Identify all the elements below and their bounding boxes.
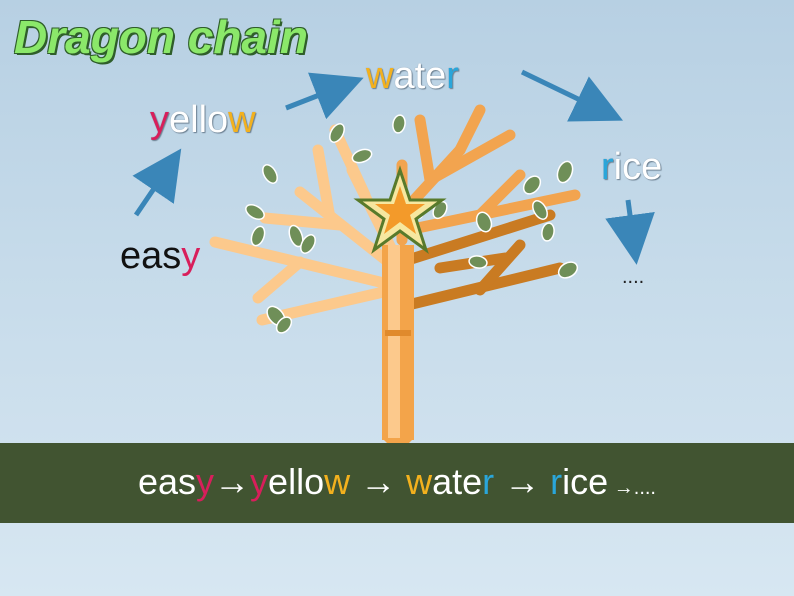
arrow-rice-to-ellipsis [605, 199, 655, 265]
chain-easy-stem: eas [138, 461, 197, 502]
chain-arrow-3: → [494, 461, 551, 502]
word-yellow-start: y [150, 99, 169, 141]
word-easy: easy [120, 237, 200, 275]
word-rice-rest: ice [613, 146, 663, 188]
chain-rice-rest: ice [562, 461, 609, 502]
tree-trunk [382, 245, 414, 448]
chain-sentence: easy→yellow → water → rice →.... [0, 461, 794, 503]
chain-tail: →.... [608, 477, 656, 499]
word-water-mid: ate [393, 55, 447, 97]
chain-yellow-end: w [324, 461, 351, 502]
chain-easy-end: y [196, 461, 215, 502]
chain-rice-start: r [550, 461, 563, 502]
word-water: water [366, 57, 459, 95]
word-water-start: w [366, 55, 394, 97]
arrow-water-to-rice [520, 69, 624, 122]
word-rice: rice [601, 148, 662, 186]
word-yellow: yellow [150, 101, 256, 139]
star-icon [353, 165, 447, 254]
word-water-end: r [446, 55, 459, 97]
word-yellow-end: w [228, 99, 256, 141]
arrow-easy-to-yellow [132, 148, 182, 217]
chain-arrows [132, 69, 655, 265]
chain-water-end: r [482, 461, 495, 502]
page-title: Dragon chain [14, 11, 308, 63]
word-easy-end: y [181, 235, 201, 277]
chain-bar [0, 443, 794, 523]
chain-water-start: w [406, 461, 433, 502]
word-yellow-mid: ello [169, 99, 229, 141]
chain-yellow-start: y [250, 461, 269, 502]
word-easy-stem: eas [120, 235, 182, 277]
arrow-yellow-to-water [285, 72, 364, 120]
chain-arrow-1: → [214, 461, 251, 502]
tree-leaves [245, 114, 579, 334]
word-rice-start: r [601, 146, 614, 188]
chain-arrow-2: → [350, 461, 407, 502]
chain-water-mid: ate [432, 461, 483, 502]
chain-yellow-mid: ello [268, 461, 325, 502]
word-ellipsis: .... [622, 266, 645, 288]
